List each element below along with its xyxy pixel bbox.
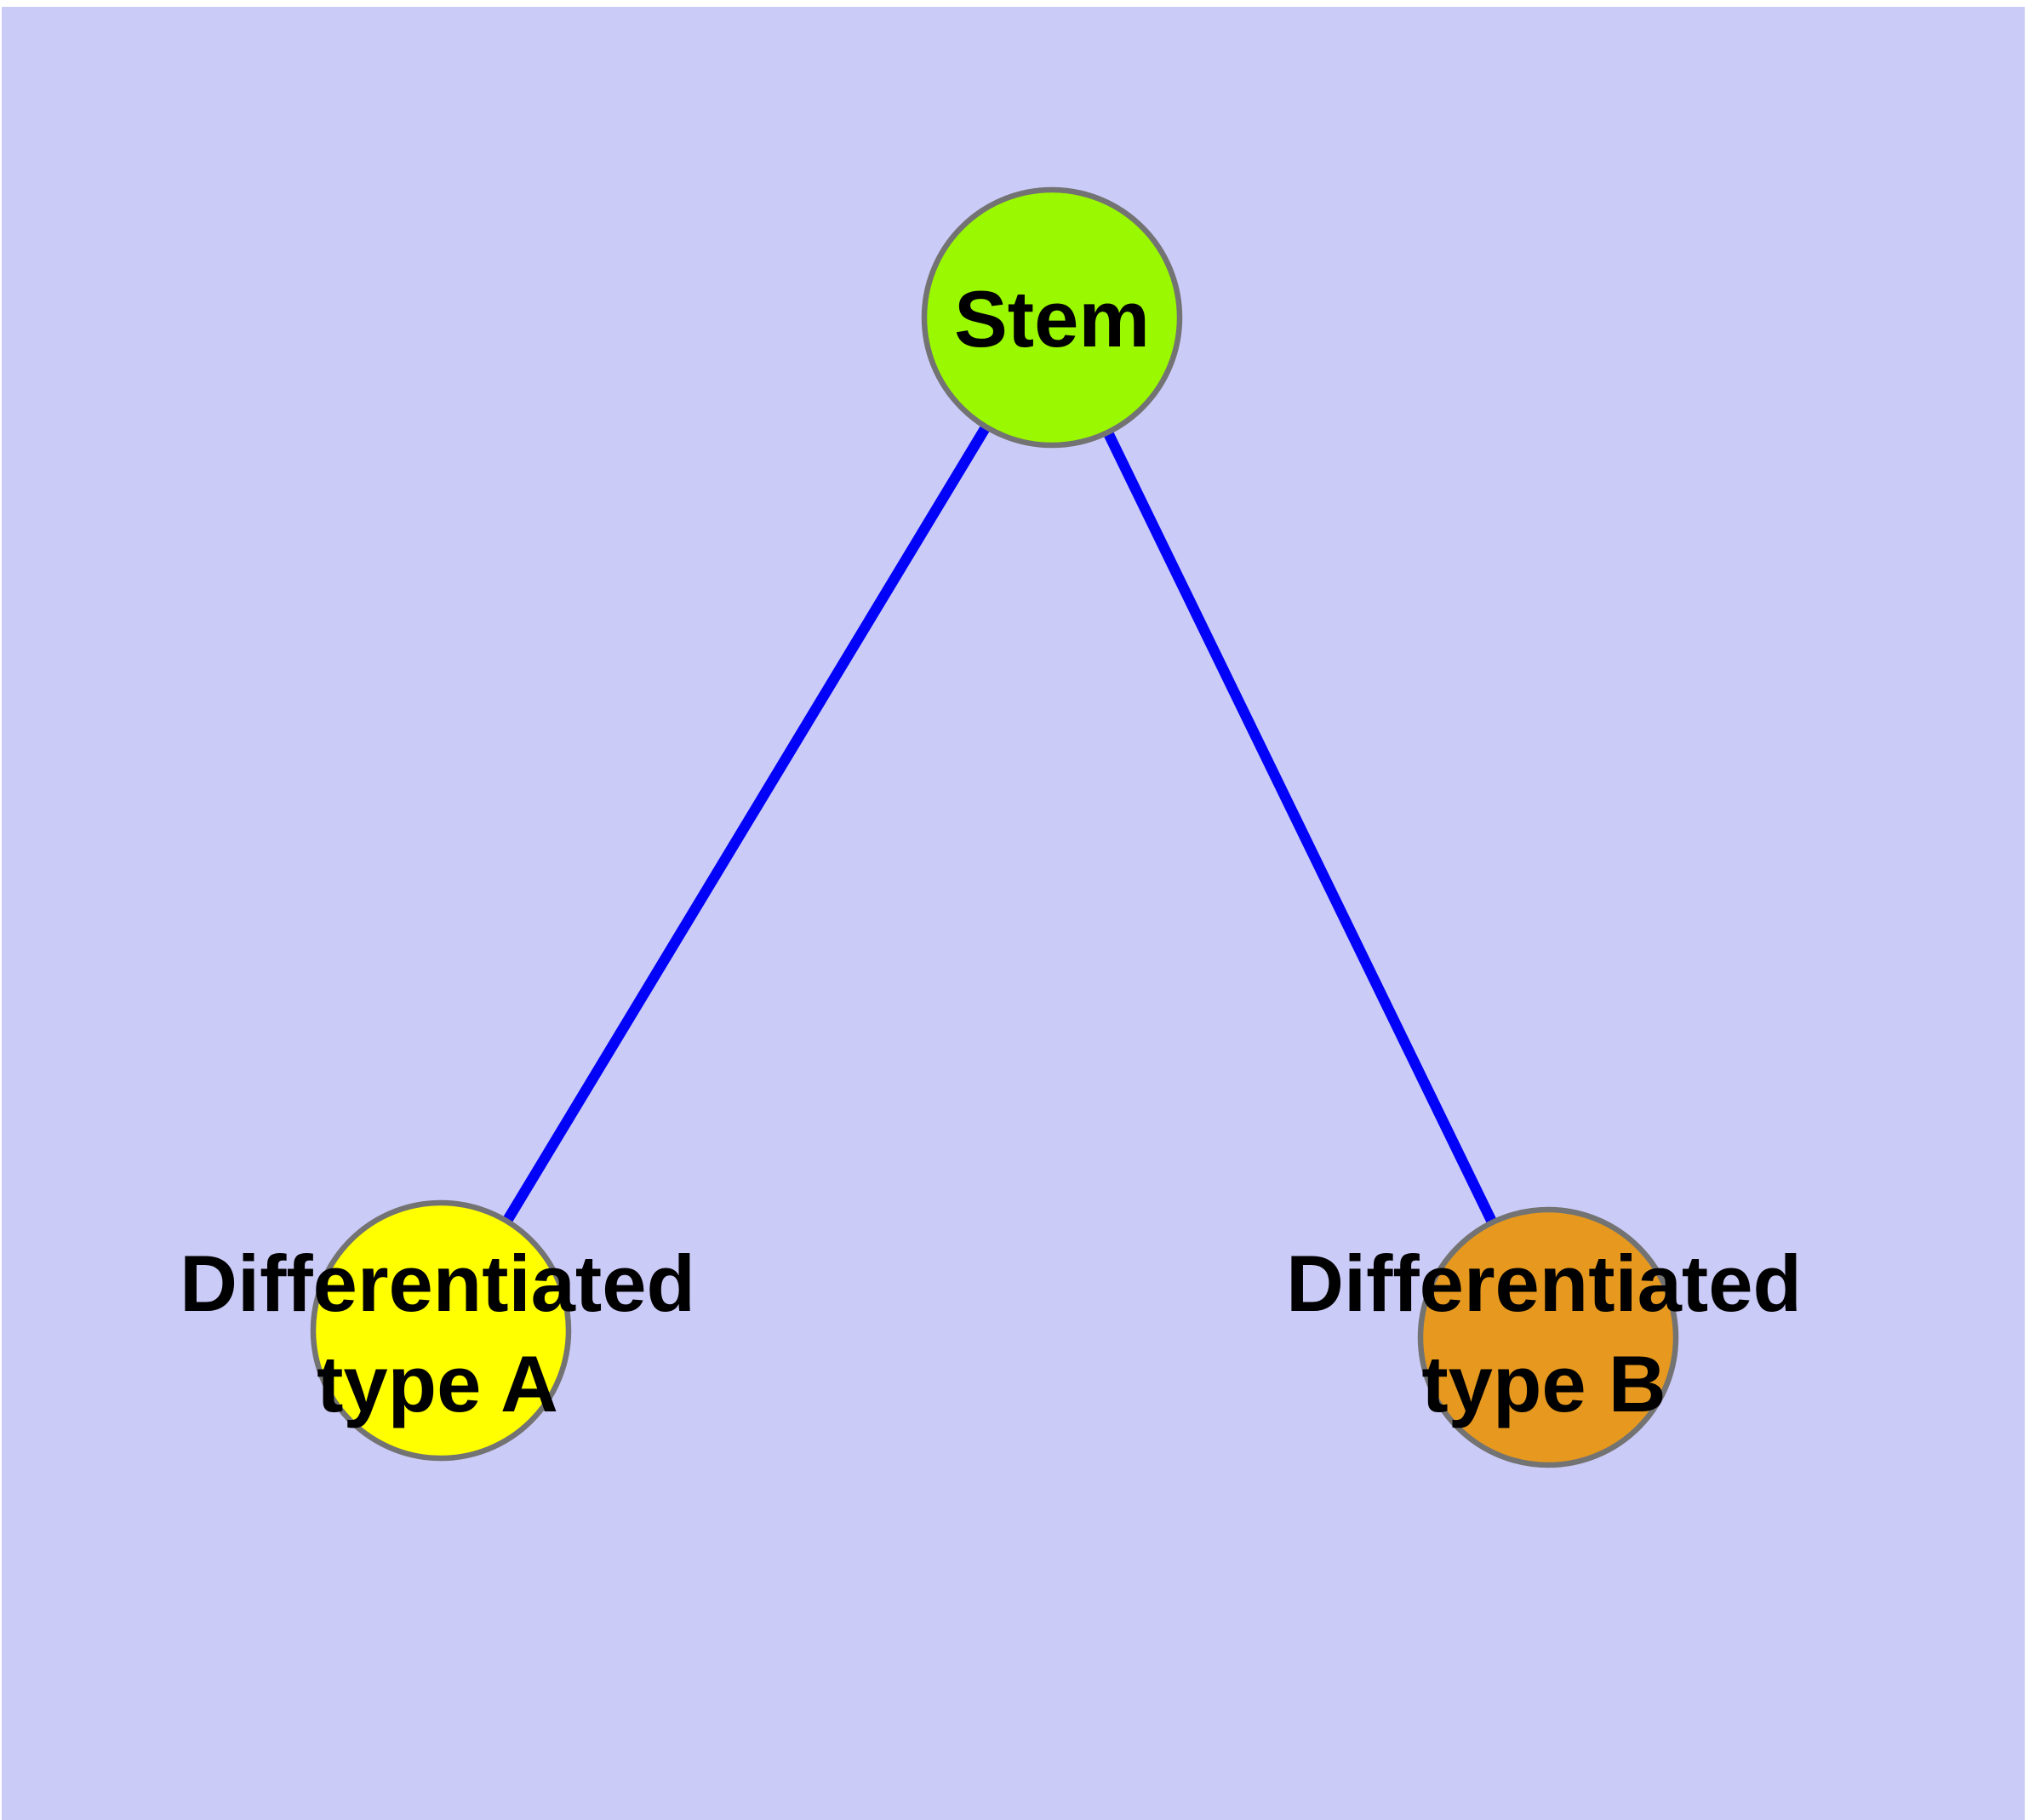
type-a-node-circle (310, 1199, 572, 1462)
edge-stem-to-type-a (436, 314, 1057, 1334)
stem-node-circle (921, 186, 1183, 449)
type-b-node-label-line2: type B (1421, 1339, 1666, 1428)
type-b-node-label-line1: Differentiated (1286, 1239, 1802, 1328)
node-differentiated-type-b: Differentiated type B (1286, 1206, 1802, 1468)
node-differentiated-type-a: Differentiated type A (180, 1199, 695, 1462)
type-a-node-label-line2: type A (317, 1339, 558, 1428)
stem-node-label: Stem (954, 274, 1150, 363)
node-stem: Stem (921, 186, 1183, 449)
edge-stem-to-type-b (1047, 315, 1553, 1340)
type-b-node-circle (1417, 1206, 1679, 1468)
type-a-node-label-line1: Differentiated (180, 1239, 695, 1328)
